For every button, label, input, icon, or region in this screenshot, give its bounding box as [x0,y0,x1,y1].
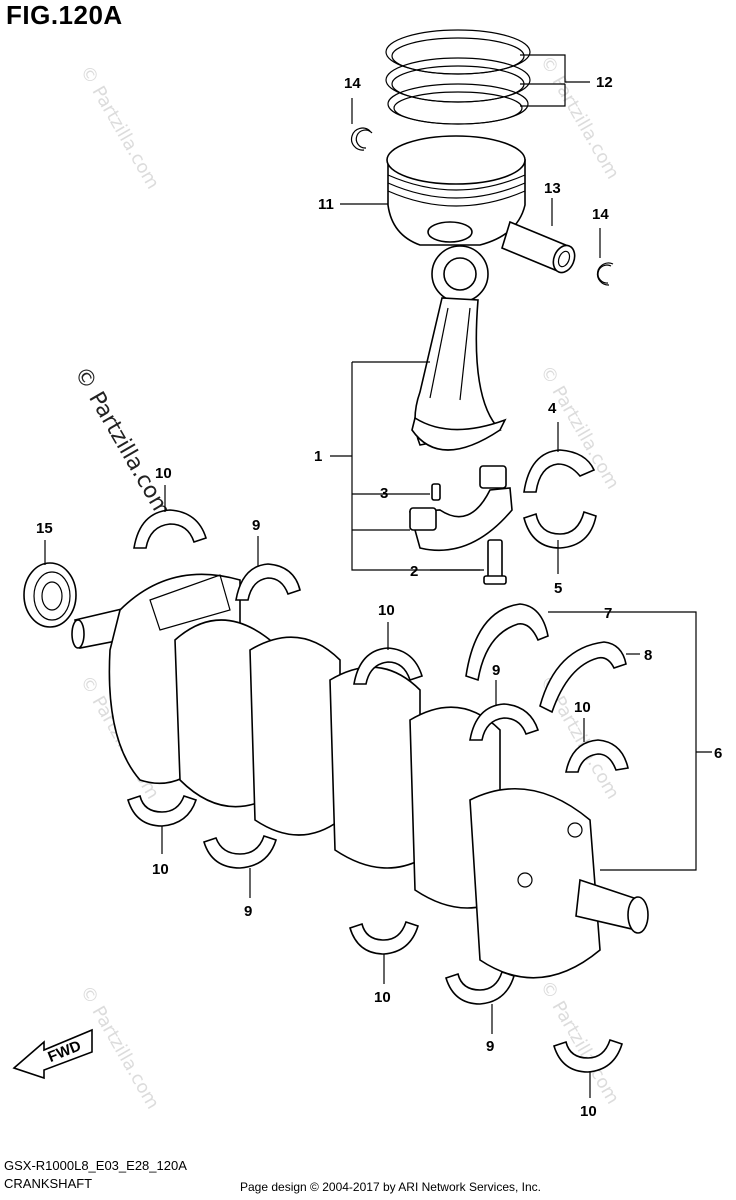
callout-10: 10 [152,861,169,878]
connecting-rod-cap [408,465,513,585]
callout-10: 10 [155,465,172,482]
callout-10: 10 [374,989,391,1006]
callout-15: 15 [36,520,53,537]
callout-6: 6 [714,745,722,762]
figure-title: FIG.120A [6,0,123,30]
piston-rings [385,29,531,125]
watermark: © Partzilla.com [76,62,164,193]
callout-12: 12 [596,74,613,91]
callout-8: 8 [644,647,652,664]
callout-4: 4 [548,400,557,417]
callout-9: 9 [244,903,252,920]
crankshaft [71,573,649,979]
leader-lines [44,54,712,1098]
thrust-bearings [465,603,627,714]
callout-2: 2 [410,563,418,580]
callout-numbers: 12 14 11 13 14 1 4 3 2 5 15 10 9 7 10 8 … [36,74,722,1120]
main-bearings [127,509,629,1073]
fwd-arrow: FWD [12,1028,93,1080]
callout-3: 3 [380,485,388,502]
callout-10: 10 [580,1103,597,1120]
watermark-prominent: © Partzilla.com [69,363,176,523]
crankshaft-gear [23,562,77,628]
callout-14: 14 [344,75,361,92]
callout-10: 10 [378,602,395,619]
callout-10: 10 [574,699,591,716]
piston-pin-circlips [350,127,614,286]
footer-section-name: CRANKSHAFT [4,1176,93,1191]
callout-9: 9 [252,517,260,534]
watermark: © Partzilla.com [536,52,624,183]
callout-14: 14 [592,206,609,223]
piston [386,135,526,246]
footer-model-code: GSX-R1000L8_E03_E28_120A [4,1158,187,1173]
callout-9: 9 [486,1038,494,1055]
callout-13: 13 [544,180,561,197]
callout-1: 1 [314,448,322,465]
callout-5: 5 [554,580,562,597]
connecting-rod [411,245,507,451]
callout-7: 7 [604,605,612,622]
callout-9: 9 [492,662,500,679]
connecting-rod-bearings [523,449,597,549]
piston-pin [501,220,576,274]
callout-11: 11 [318,196,334,213]
footer-copyright: Page design © 2004-2017 by ARI Network S… [240,1180,542,1194]
